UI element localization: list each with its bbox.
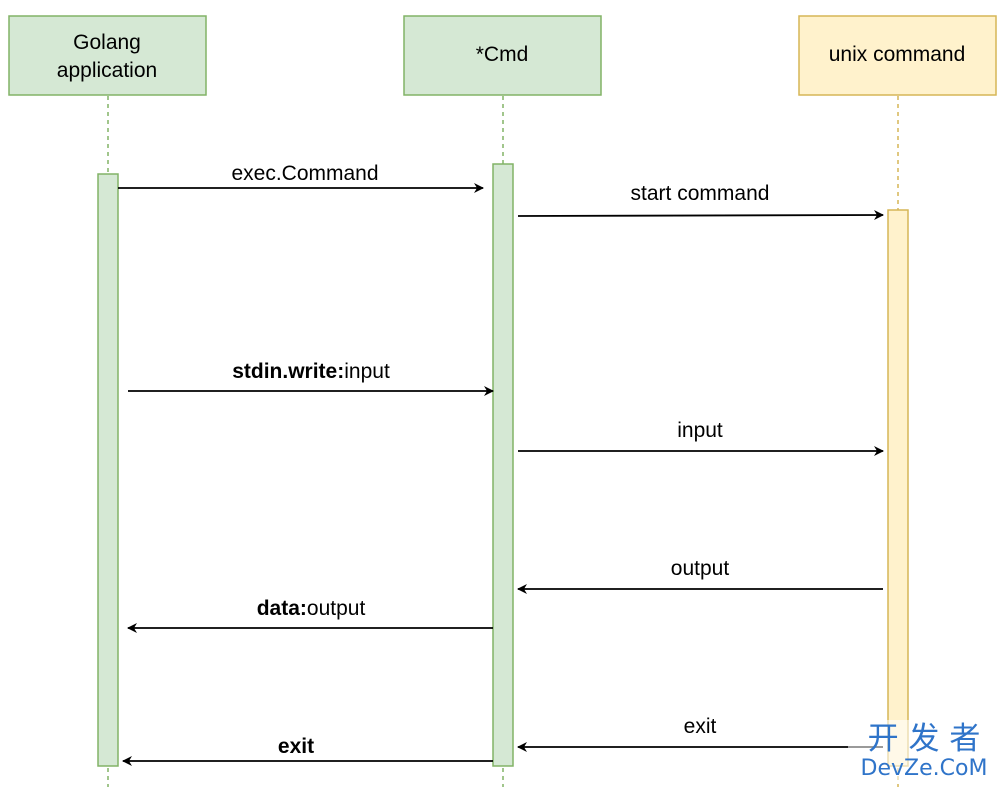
label-input: input	[677, 419, 723, 442]
participant-unix: unix command	[798, 15, 997, 96]
label-exit-golang: exit	[278, 735, 314, 758]
label-start-command: start command	[631, 182, 770, 205]
label-exit-unix: exit	[684, 715, 717, 738]
participant-unix-label: unix command	[829, 43, 966, 66]
label-output: output	[671, 557, 730, 580]
arrow-start-command	[517, 210, 884, 221]
activation-cmd	[492, 163, 514, 767]
participant-cmd: *Cmd	[403, 15, 602, 96]
label-exec-command: exec.Command	[231, 162, 378, 185]
watermark-en: DevZe.CoM	[861, 756, 988, 781]
watermark-cn: 开 发 者	[868, 721, 981, 757]
watermark-logo: 开 发 者 DevZe.CoM	[848, 720, 1000, 782]
participant-golang-label-line2: application	[57, 59, 157, 82]
label-stdin-write: stdin.write:input	[232, 360, 390, 383]
participant-golang: Golang application	[8, 15, 207, 96]
label-data-output: data:output	[257, 597, 366, 620]
participant-cmd-label: *Cmd	[476, 43, 529, 66]
activation-unix	[887, 209, 909, 767]
activation-golang	[97, 173, 119, 767]
participant-golang-label-line1: Golang	[73, 31, 141, 54]
